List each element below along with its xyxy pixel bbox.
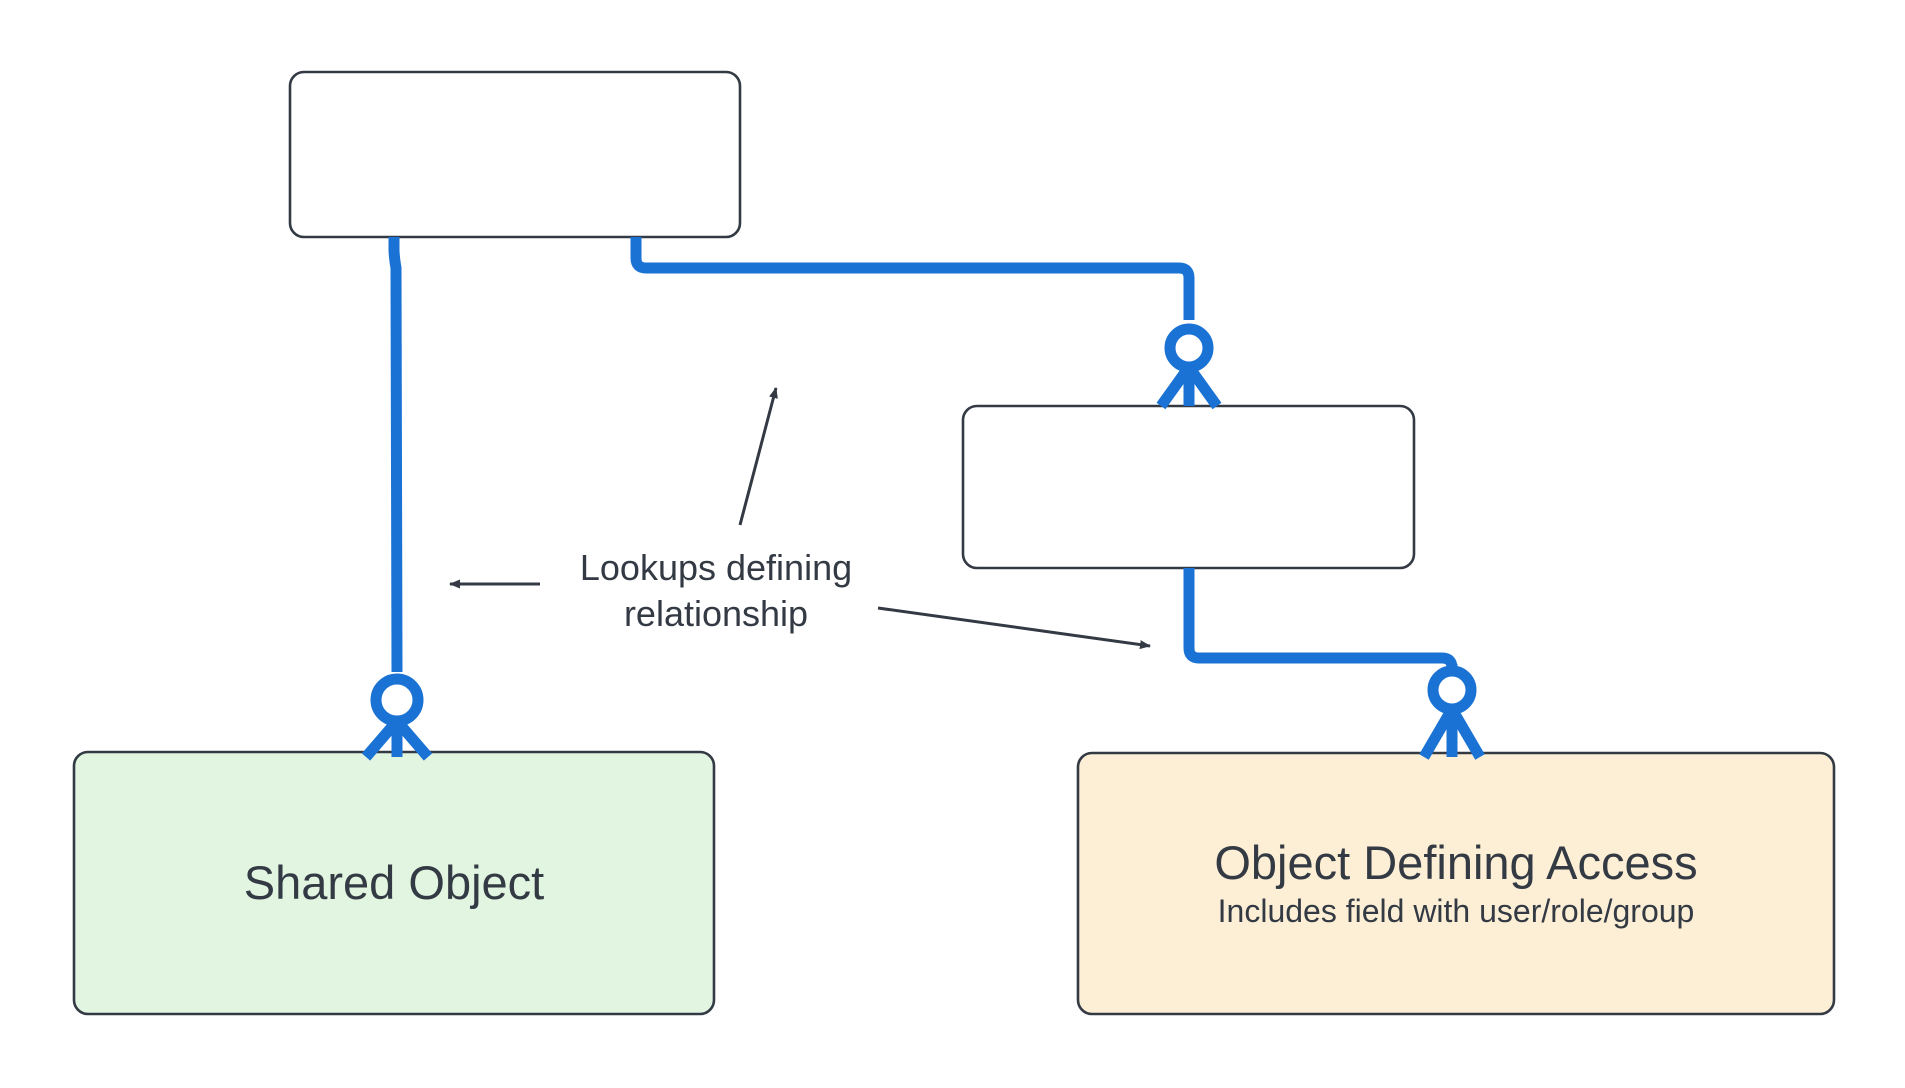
- crowsfoot-zero-circle-object-defining-access: [1427, 665, 1477, 715]
- crowsfoot-many-junction-middle: [1156, 363, 1222, 410]
- node-object-defining-access[interactable]: [1076, 751, 1836, 1016]
- connector-middle-to-object-defining-access[interactable]: [1183, 568, 1485, 760]
- node-rect-junction-object-middle[interactable]: [961, 404, 1416, 570]
- connector-line-middle-to-object-defining-access[interactable]: [1183, 568, 1458, 674]
- node-rect-junction-object-top[interactable]: [288, 70, 742, 239]
- connector-line-top-to-shared-object[interactable]: [388, 237, 403, 673]
- node-junction-object-top[interactable]: [288, 70, 742, 239]
- annotation-arrow-right: [877, 606, 1151, 650]
- node-junction-object-middle[interactable]: [961, 404, 1416, 570]
- node-rect-shared-object[interactable]: [72, 750, 716, 1016]
- connector-line-top-to-junction-middle[interactable]: [630, 237, 1195, 320]
- crowsfoot-zero-circle-junction-middle: [1164, 323, 1214, 373]
- node-rect-object-defining-access[interactable]: [1076, 751, 1836, 1016]
- crowsfoot-many-shared-object: [361, 717, 433, 761]
- crowsfoot-many-object-defining-access: [1419, 706, 1485, 760]
- connector-top-to-shared-object[interactable]: [361, 237, 433, 761]
- connector-top-to-junction-middle[interactable]: [630, 237, 1222, 410]
- arrow-to-top-connector-icon: [738, 387, 778, 526]
- annotation-arrow-up: [738, 387, 778, 526]
- node-shared-object[interactable]: [72, 750, 716, 1016]
- crowsfoot-zero-circle-shared-object: [370, 673, 424, 727]
- arrow-to-right-connector-icon: [877, 606, 1151, 650]
